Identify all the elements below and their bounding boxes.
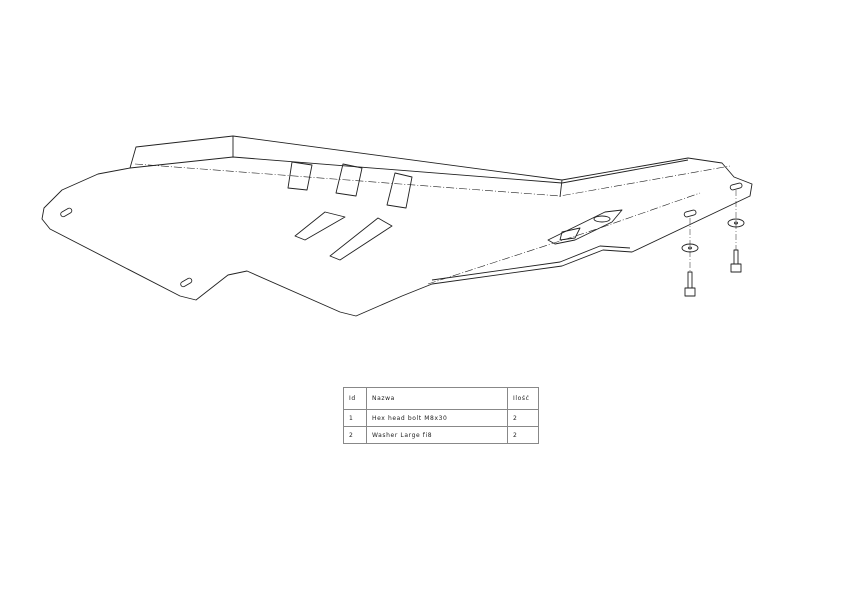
washer <box>681 218 745 253</box>
vent-cutouts <box>287 161 413 261</box>
header-name: Nazwa <box>366 387 508 410</box>
row-name: Hex head bolt M8x30 <box>366 409 508 427</box>
row-id: 2 <box>343 426 367 444</box>
table-header-row: Id Nazwa Ilość <box>343 387 539 410</box>
hex-head-bolt <box>684 249 742 297</box>
table-row: 1 Hex head bolt M8x30 2 <box>343 409 539 427</box>
fastener-axis-lines <box>689 190 737 272</box>
row-id: 1 <box>343 409 367 427</box>
bend-centerline <box>134 163 731 285</box>
row-name: Washer Large fi8 <box>366 426 508 444</box>
header-qty: Ilość <box>507 387 539 410</box>
skid-plate <box>41 135 753 317</box>
center-bracket <box>547 209 623 245</box>
plate-fold-edge <box>232 136 563 198</box>
table-row: 2 Washer Large fi8 2 <box>343 426 539 444</box>
parts-table: Id Nazwa Ilość 1 Hex head bolt M8x30 2 2… <box>343 387 539 444</box>
row-qty: 2 <box>507 426 539 444</box>
plate-outline <box>41 135 753 317</box>
plate-lower-edge <box>431 245 631 281</box>
mounting-slots <box>60 182 743 288</box>
plate-fold-top <box>129 156 689 184</box>
header-id: Id <box>343 387 367 410</box>
row-qty: 2 <box>507 409 539 427</box>
